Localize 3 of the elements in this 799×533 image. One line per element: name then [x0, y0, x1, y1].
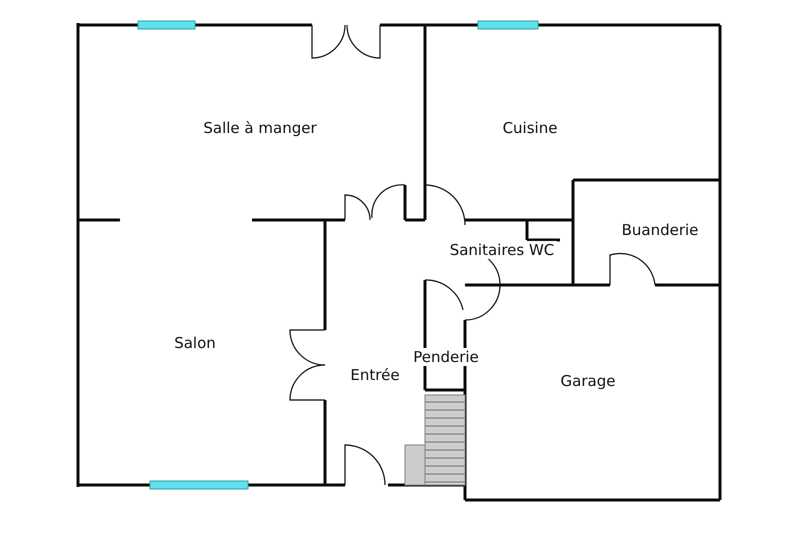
room-label: Salle à manger	[201, 119, 319, 137]
room-label: Sanitaires WC	[448, 241, 556, 259]
room-label: Garage	[558, 372, 618, 390]
